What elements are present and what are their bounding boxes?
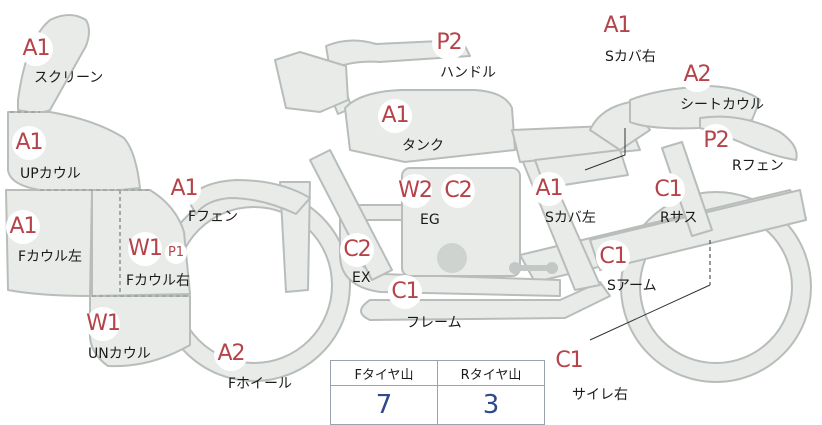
screen-grade-badge: A1 [19,32,53,66]
engine-label: EG [420,212,440,228]
side-cover-left-label: Sカバ左 [545,210,596,226]
engine-case [437,243,467,273]
f-cowl-left-label: Fカウル左 [18,249,83,265]
tank-label: タンク [402,138,444,154]
engine-grade-badge: W2 [398,174,433,208]
engine-grade-extra-badge: C2 [441,174,475,208]
side-cover-left-grade-badge: A1 [532,172,566,206]
r-sus-grade-badge: C1 [651,173,685,207]
f-cowl-right-grade-badge: W1 [128,232,163,266]
up-cowl-label: UPカウル [20,166,81,182]
f-fender-label: Fフェン [188,209,239,225]
handle-label: ハンドル [440,65,496,81]
silencer-right-grade-badge: C1 [552,344,586,378]
f-cowl-left-grade-badge: A1 [6,210,40,244]
rear-tire-header: Rタイヤ山 [437,360,545,386]
frame-lower [360,281,611,321]
tank-grade-badge: A1 [378,99,412,133]
r-sus-label: Rサス [660,210,698,226]
swingarm-grade-badge: C1 [596,240,630,274]
rear-shock-shape [661,141,713,237]
side-cover-right-label: Sカバ右 [605,49,656,65]
rear-tire-value: 3 [437,385,545,425]
f-cowl-right-grade-extra-badge: P1 [165,242,187,264]
front-tire-header: Fタイヤ山 [330,360,438,386]
frame-label: フレーム [406,315,462,331]
exhaust-grade-badge: C2 [340,233,374,267]
side-cover-right-grade-badge: A1 [600,9,634,43]
up-cowl-grade-badge: A1 [12,126,46,160]
tire-tread-table: Fタイヤ山 Rタイヤ山 7 3 [330,360,545,425]
swingarm-label: Sアーム [607,278,657,294]
r-fender-grade-badge: P2 [699,124,733,158]
f-wheel-label: Fホイール [228,376,293,392]
screen-label: スクリーン [34,70,104,86]
frame-grade-badge: C1 [388,275,422,309]
r-fender-label: Rフェン [732,158,784,174]
un-cowl-grade-badge: W1 [86,307,121,341]
f-wheel-grade-badge: A2 [214,337,248,371]
seat-cowl-label: シートカウル [680,97,764,113]
silencer-right-label: サイレ右 [572,387,628,403]
seat-cowl-grade-badge: A2 [680,58,714,92]
meter-panel-shape [274,51,349,113]
f-cowl-right-label: Fカウル右 [126,273,191,289]
front-tire-value: 7 [330,385,438,425]
exhaust-label: EX [352,270,371,286]
f-fender-grade-badge: A1 [167,172,201,206]
handle-grade-badge: P2 [432,26,466,60]
un-cowl-label: UNカウル [88,346,151,362]
front-fender-shape [187,179,311,215]
